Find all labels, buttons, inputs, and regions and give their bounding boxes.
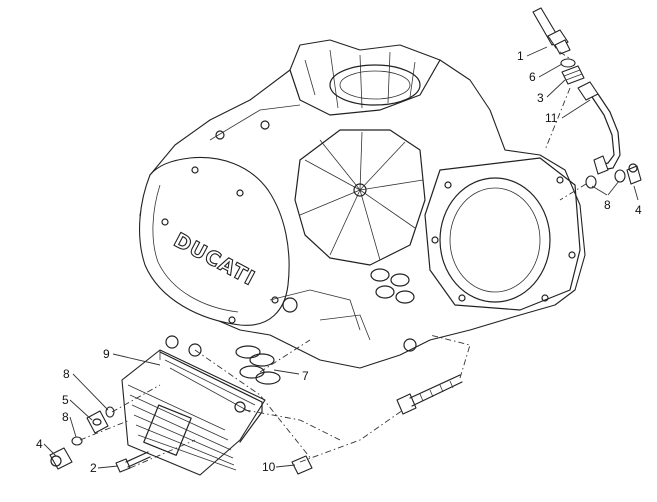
callout-3: 3 — [537, 91, 544, 105]
callout-5: 5 — [62, 393, 69, 407]
leader-lines — [43, 46, 639, 469]
union-fitting — [86, 410, 109, 434]
long-bolt — [291, 374, 463, 475]
copper-washer-left-2 — [71, 436, 83, 446]
rear-cylinder-flange — [424, 157, 581, 311]
callout-8-bottom: 8 — [62, 410, 69, 424]
callout-7: 7 — [302, 369, 309, 383]
engine-crankcase: DUCATI — [139, 39, 586, 369]
banjo-bolt-left — [49, 447, 73, 470]
copper-washer-top-2 — [614, 169, 626, 183]
sensor-adapter — [561, 65, 585, 85]
callout-4-top: 4 — [635, 203, 642, 217]
callout-9: 9 — [103, 347, 110, 361]
oil-delivery-pipe — [577, 81, 621, 175]
callout-6: 6 — [529, 70, 536, 84]
assembly-lines — [79, 51, 587, 469]
callout-10: 10 — [262, 460, 276, 474]
cooler-orings — [235, 345, 281, 385]
copper-washer-top-1 — [585, 175, 597, 189]
ribbed-cover — [294, 129, 426, 266]
banjo-bolt-top — [626, 163, 642, 185]
oil-cooler — [121, 335, 266, 476]
case-oring-ports — [370, 268, 415, 304]
callout-11: 11 — [545, 111, 558, 125]
callout-8-top: 8 — [604, 198, 611, 212]
sealing-washer — [560, 58, 576, 68]
callout-2: 2 — [90, 461, 97, 475]
callout-4-bottom: 4 — [36, 437, 43, 451]
side-cover: DUCATI — [139, 156, 290, 326]
callout-8-middle: 8 — [63, 367, 70, 381]
callout-numbers: 1 6 3 11 8 4 7 9 8 5 8 4 2 10 — [36, 49, 642, 475]
callout-1: 1 — [517, 49, 524, 63]
oil-pressure-sensor — [532, 7, 571, 55]
